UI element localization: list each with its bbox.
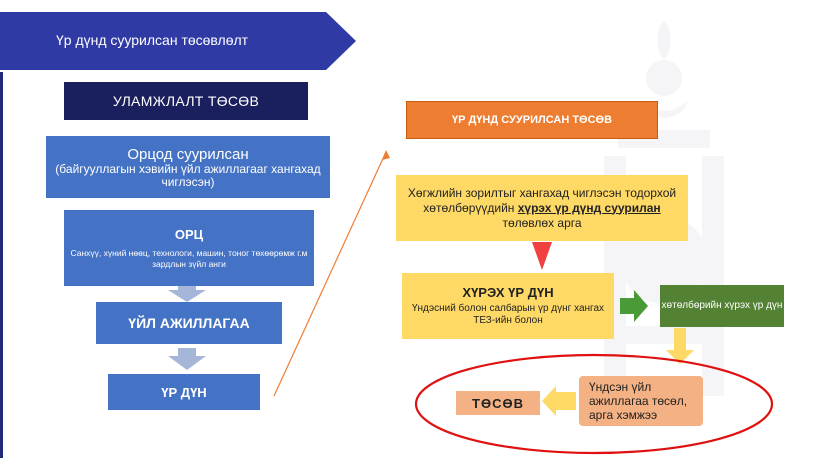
- arrow-down-icon: [168, 348, 206, 370]
- budget-box: ТӨСӨВ: [456, 391, 540, 415]
- activity-box: ҮЙЛ АЖИЛЛАГАА: [96, 302, 282, 344]
- goal-box: Хөгжлийн зорилтыг хангахад чиглэсэн тодо…: [396, 175, 688, 241]
- triangle-down-icon: [532, 242, 552, 270]
- outcome-box: ХҮРЭХ ҮР ДҮН Үндэсний болон салбарын үр …: [402, 273, 614, 339]
- title-banner: [0, 12, 356, 70]
- goal-text-before: Хөгжлийн зорилтыг хангахад чиглэсэн тодо…: [407, 185, 677, 215]
- program-outcome-box: хөтөлбөрийн хүрэх үр дүн: [660, 285, 784, 327]
- connector-line: [273, 151, 387, 397]
- arrow-right-icon: [620, 290, 648, 322]
- goal-text: Хөгжлийн зорилтыг хангахад чиглэсэн тодо…: [404, 186, 680, 231]
- input-based-title: Орцод суурилсан: [127, 145, 249, 163]
- watermark-sun: [646, 60, 682, 96]
- traditional-budget-header: УЛАМЖЛАЛТ ТӨСӨВ: [64, 82, 308, 120]
- inputs-description: Санхүү, хүний нөөц, технологи, машин, то…: [70, 247, 308, 269]
- result-box: ҮР ДҮН: [108, 374, 260, 410]
- input-based-subtitle: (байгууллагын хэвийн үйл ажиллагааг ханг…: [55, 161, 321, 189]
- goal-text-after: төлөвлөх арга: [502, 215, 582, 230]
- input-based-box: Орцод суурилсан (байгууллагын хэвийн үйл…: [46, 136, 330, 198]
- results-based-budget-header: ҮР ДҮНД СУУРИЛСАН ТӨСӨВ: [406, 101, 658, 139]
- watermark-pillar-right: [702, 156, 724, 396]
- inputs-title: ОРЦ: [174, 226, 204, 242]
- watermark-flame: [657, 20, 671, 60]
- connector-arrowhead-icon: [382, 150, 390, 160]
- watermark-bar-bottom: [618, 326, 710, 344]
- arrow-left-icon: [542, 386, 576, 416]
- goal-text-emphasis: хүрэх үр дүнд суурилан: [517, 200, 661, 215]
- left-accent-bar: [0, 72, 3, 458]
- outcome-title: ХҮРЭХ ҮР ДҮН: [462, 285, 554, 300]
- outcome-description: Үндэсний болон салбарын үр дүнг хангах Т…: [411, 303, 605, 326]
- arrow-down-icon: [168, 282, 206, 302]
- inputs-box: ОРЦ Санхүү, хүний нөөц, технологи, машин…: [64, 210, 314, 286]
- highlight-ellipse: [414, 353, 774, 455]
- slide-title: Үр дүнд суурилсан төсөвлөлт: [56, 32, 249, 48]
- basic-activity-box: Үндсэн үйл ажиллагаа төсөл, арга хэмжээ: [579, 376, 703, 426]
- arrow-down-icon: [666, 328, 694, 364]
